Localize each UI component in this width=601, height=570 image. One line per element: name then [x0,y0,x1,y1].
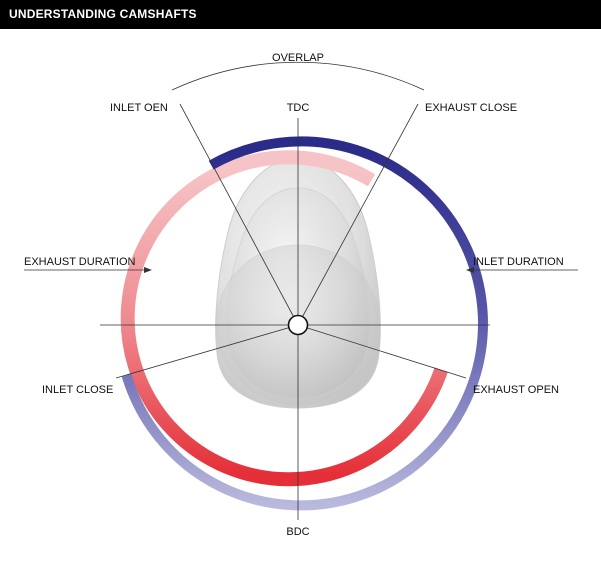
overlap-arc [171,61,425,91]
inlet-close-label: INLET CLOSE [42,384,113,396]
inlet-duration-arrowhead [466,267,474,273]
tdc-label: TDC [287,102,310,114]
exhaust-open-line [297,324,467,379]
exhaust-open-label: EXHAUST OPEN [473,384,559,396]
inlet-open-label: INLET OEN [110,102,168,114]
bdc-label: BDC [286,526,309,538]
crank-center [287,314,309,336]
inlet-close-line [115,324,299,379]
page-title: UNDERSTANDING CAMSHAFTS [0,0,601,29]
exhaust-duration-label: EXHAUST DURATION [24,256,135,268]
overlap-label: OVERLAP [272,52,324,64]
exhaust-duration-arrowhead [144,267,152,273]
inlet-duration-arc [121,136,488,511]
exhaust-close-label: EXHAUST CLOSE [425,102,517,114]
exhaust-duration-arc [120,150,448,487]
exhaust-close-line [297,103,419,326]
inlet-duration-label: INLET DURATION [473,256,564,268]
inlet-open-line [179,103,299,326]
